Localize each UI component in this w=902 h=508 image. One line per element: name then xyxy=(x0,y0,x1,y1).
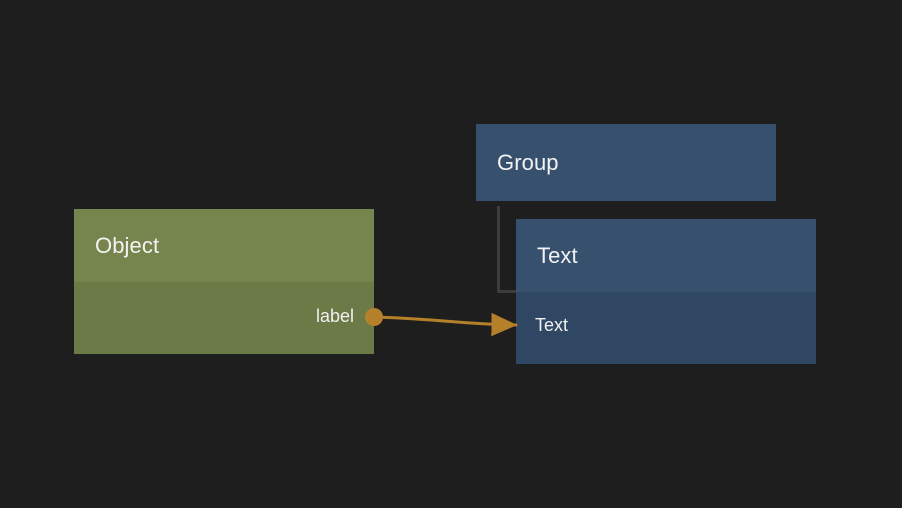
node-object-title: Object xyxy=(95,232,160,258)
node-object-body: label xyxy=(74,282,374,354)
node-object-header[interactable]: Object xyxy=(74,209,374,282)
node-group[interactable]: Group xyxy=(476,124,776,201)
port-label-label: label xyxy=(315,306,354,326)
node-text-body: Text xyxy=(516,292,816,364)
port-row-text-input[interactable]: Text xyxy=(516,316,816,334)
port-row-label-output[interactable]: label xyxy=(74,307,374,325)
port-label-text: Text xyxy=(535,315,569,335)
node-object[interactable]: Object label xyxy=(74,209,374,354)
node-group-title: Group xyxy=(497,149,559,175)
node-text[interactable]: Text Text xyxy=(516,219,816,364)
node-text-header[interactable]: Text xyxy=(516,219,816,292)
edge-label-to-text[interactable] xyxy=(372,312,518,337)
node-text-title: Text xyxy=(537,242,578,268)
node-group-header[interactable]: Group xyxy=(476,124,776,201)
hierarchy-bracket-group-to-text xyxy=(497,206,519,293)
